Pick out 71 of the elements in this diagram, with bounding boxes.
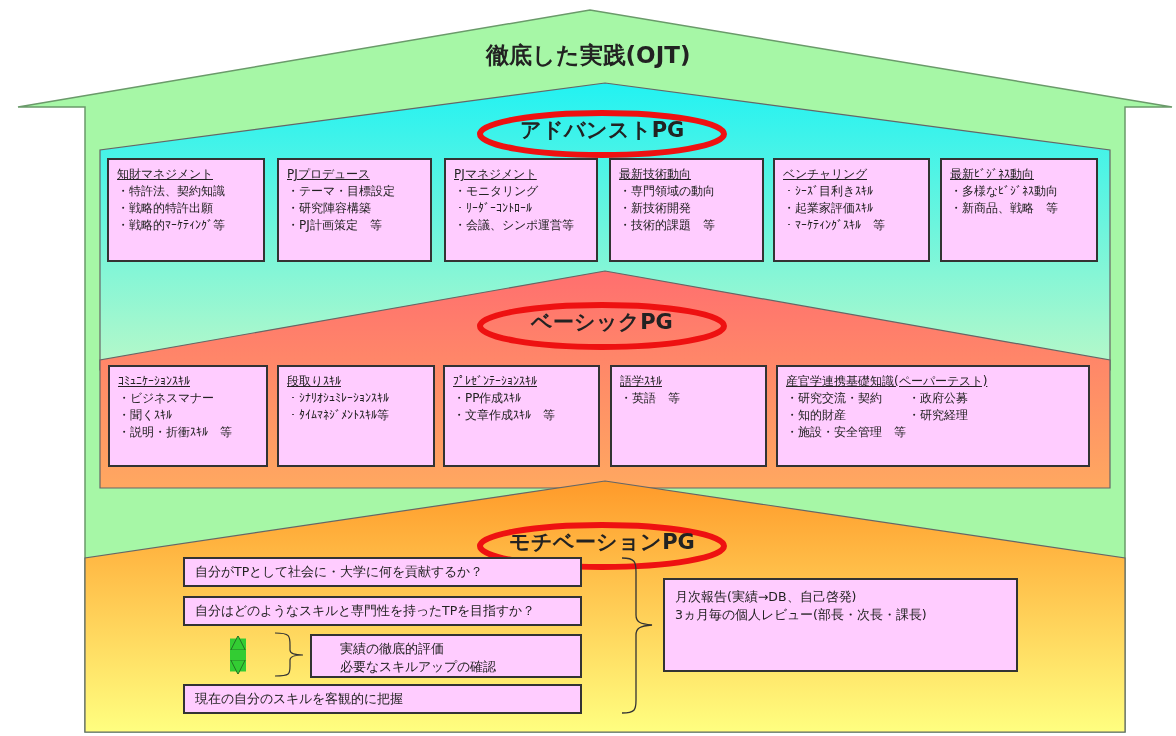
list-item: ・知的財産 — [786, 407, 847, 424]
skill-card — [277, 365, 435, 467]
list-item: ・ｼｰｽﾞ目利きｽｷﾙ — [783, 183, 874, 200]
list-item: ・専門領域の動向 — [619, 183, 716, 200]
skill-card — [444, 158, 598, 262]
skill-card — [776, 365, 1090, 467]
card-heading: ベンチャリング — [783, 166, 867, 183]
list-item: ・研究陣容構築 — [287, 200, 372, 217]
double-arrow — [230, 635, 246, 675]
skill-card — [107, 158, 265, 262]
list-item: ・ｼﾅﾘｵｼｭﾐﾚｰｼｮﾝｽｷﾙ — [287, 390, 390, 407]
card-heading: 段取りｽｷﾙ — [287, 373, 341, 390]
list-item: ・新商品、戦略 等 — [950, 200, 1059, 217]
list-item: ・PJ計画策定 等 — [287, 217, 383, 234]
box-text: 現在の自分のスキルを客観的に把握 — [195, 690, 404, 708]
list-item: ・ビジネスマナー — [118, 390, 215, 407]
tier-heading: モチベーションPG — [509, 529, 695, 556]
card-heading: 知財マネジメント — [117, 166, 213, 183]
list-item: ・テーマ・目標設定 — [287, 183, 396, 200]
roof-heading: 徹底した実践(OJT) — [485, 41, 691, 70]
skill-card — [940, 158, 1098, 262]
text-box — [183, 684, 582, 714]
list-item: ・施設・安全管理 等 — [786, 424, 907, 441]
skill-card — [610, 365, 767, 467]
text-box — [663, 578, 1018, 672]
skill-card — [277, 158, 432, 262]
box-text: 3ヵ月毎の個人レビュー(部長・次長・課長) — [675, 606, 928, 624]
list-item: ・技術的課題 等 — [619, 217, 716, 234]
box-text: 必要なスキルアップの確認 — [340, 658, 497, 676]
list-item: ・戦略的ﾏｰｹﾃｨﾝｸﾞ等 — [117, 217, 226, 234]
skill-card — [773, 158, 930, 262]
box-text: 実績の徹底的評価 — [340, 640, 445, 658]
tier-heading: ベーシックPG — [531, 309, 673, 336]
box-text: 自分がTPとして社会に・大学に何を貢献するか？ — [195, 563, 485, 581]
card-heading: ｺﾐｭﾆｹｰｼｮﾝｽｷﾙ — [118, 373, 190, 390]
tier-band — [100, 268, 1110, 488]
list-item: ・文章作成ｽｷﾙ 等 — [453, 407, 556, 424]
list-item: ・戦略的特許出願 — [117, 200, 214, 217]
tier-heading: アドバンストPG — [519, 117, 685, 144]
card-heading: PJマネジメント — [454, 166, 537, 183]
box-text: 自分はどのようなスキルと専門性を持ったTPを目指すか？ — [195, 602, 537, 620]
list-item: ・英語 等 — [620, 390, 681, 407]
list-item: ・研究経理 — [908, 407, 968, 424]
list-item: ・政府公募 — [908, 390, 968, 407]
list-item: ・ﾏｰｹﾃｨﾝｸﾞｽｷﾙ 等 — [783, 217, 886, 234]
list-item: ・ﾘｰﾀﾞｰｺﾝﾄﾛｰﾙ — [454, 200, 533, 217]
box-text: 月次報告(実績→DB、自己啓発) — [675, 588, 858, 606]
skill-card — [108, 365, 268, 467]
tier-band — [85, 478, 1125, 732]
list-item: ・聞くｽｷﾙ — [118, 407, 173, 424]
text-box — [183, 596, 582, 626]
list-item: ・会議、シンポ運営等 — [454, 217, 575, 234]
card-heading: 最新ﾋﾞｼﾞﾈｽ動向 — [950, 166, 1034, 183]
list-item: ・モニタリング — [454, 183, 539, 200]
list-item: ・研究交流・契約 — [786, 390, 882, 407]
card-heading: PJプロデュース — [287, 166, 370, 183]
card-heading: 最新技術動向 — [619, 166, 691, 183]
skill-card — [609, 158, 764, 262]
list-item: ・新技術開発 — [619, 200, 692, 217]
list-item: ・特許法、契約知識 — [117, 183, 226, 200]
card-heading: ﾌﾟﾚｾﾞﾝﾃｰｼｮﾝｽｷﾙ — [453, 373, 537, 390]
text-box — [183, 557, 582, 587]
text-box — [310, 634, 582, 678]
list-item: ・多様なﾋﾞｼﾞﾈｽ動向 — [950, 183, 1059, 200]
card-heading: 産官学連携基礎知識(ペーパーテスト) — [786, 373, 988, 390]
list-item: ・説明・折衝ｽｷﾙ 等 — [118, 424, 233, 441]
skill-card — [443, 365, 600, 467]
list-item: ・ﾀｲﾑﾏﾈｼﾞﾒﾝﾄｽｷﾙ等 — [287, 407, 390, 424]
card-heading: 語学ｽｷﾙ — [620, 373, 662, 390]
list-item: ・PP作成ｽｷﾙ — [453, 390, 523, 407]
list-item: ・起業家評価ｽｷﾙ — [783, 200, 874, 217]
